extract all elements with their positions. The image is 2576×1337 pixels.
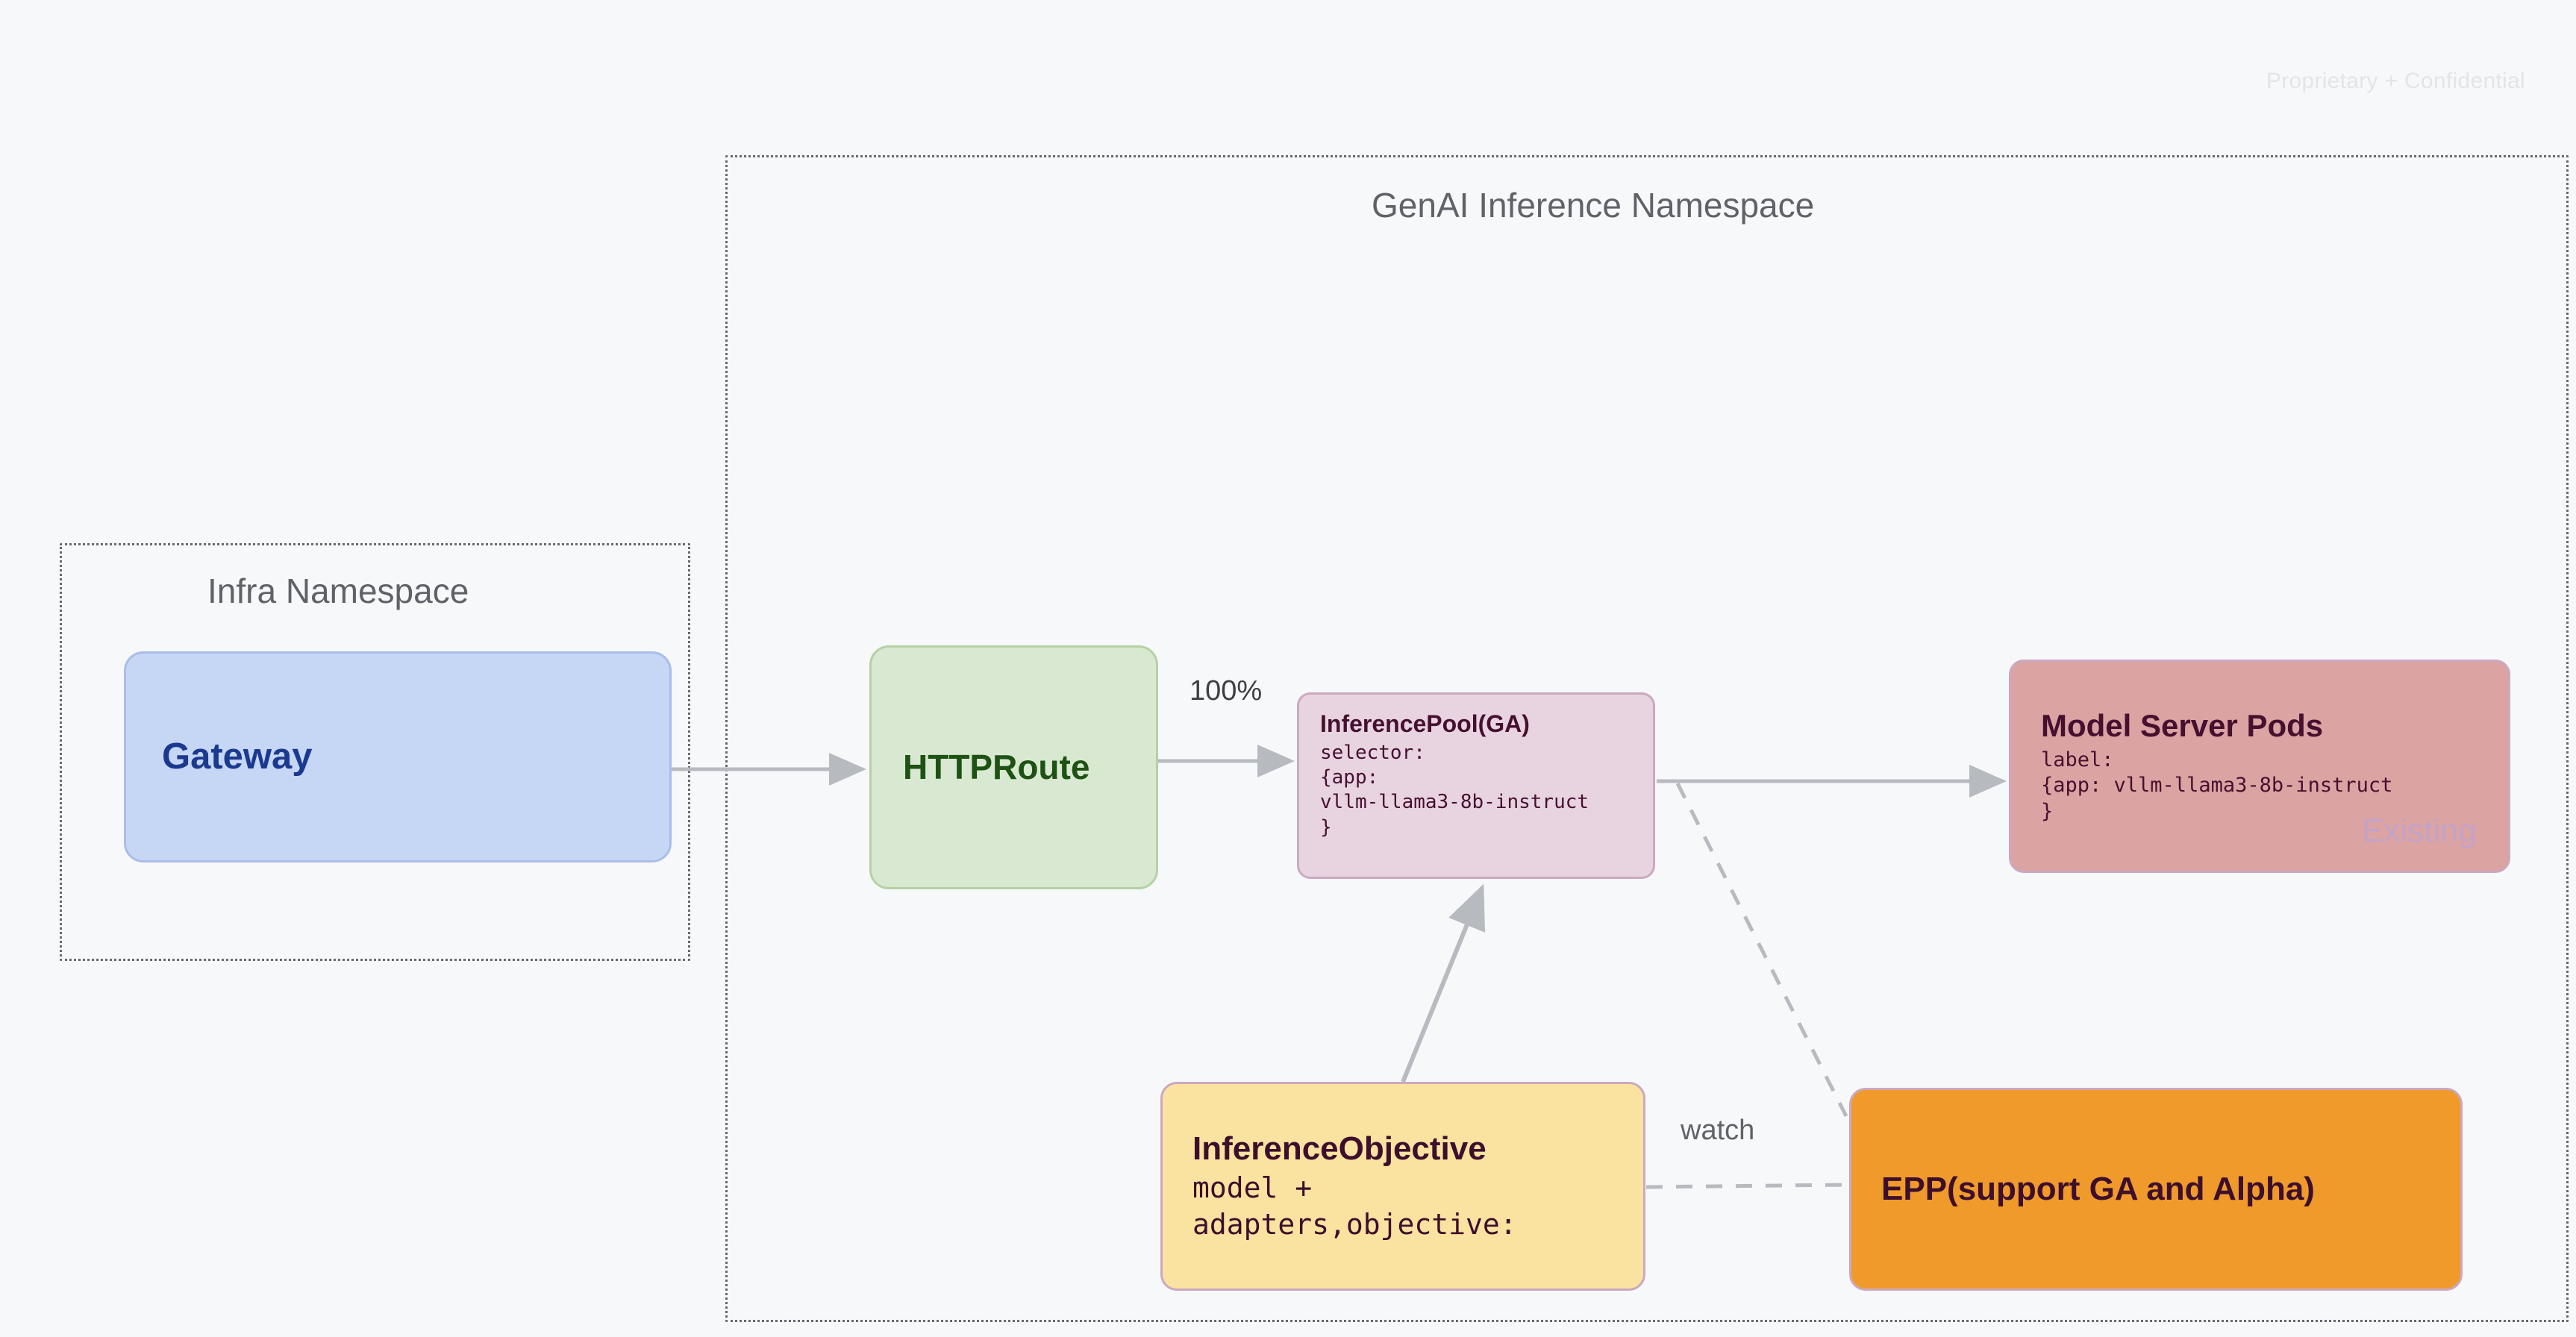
node-model-server-pods[interactable]: Model Server Pods label: {app: vllm-llam… <box>2009 660 2510 873</box>
node-httproute-title: HTTPRoute <box>903 747 1090 786</box>
namespace-infra-title: Infra Namespace <box>207 572 469 610</box>
edge-label-watch: watch <box>1681 1115 1755 1146</box>
node-inferenceobjective-content: InferenceObjective model + adapters,obje… <box>1163 1084 1643 1289</box>
edge-label-traffic-weight: 100% <box>1189 675 1263 707</box>
node-model-server-pods-content: Model Server Pods label: {app: vllm-llam… <box>2011 662 2508 871</box>
node-epp-title: EPP(support GA and Alpha) <box>1881 1171 2315 1208</box>
node-gateway[interactable]: Gateway <box>124 651 672 862</box>
node-model-server-pods-label: label: {app: vllm-llama3-8b-instruct } <box>2041 748 2393 823</box>
existing-badge: Existing <box>2361 812 2477 849</box>
node-inferencepool-title: InferencePool(GA) <box>1320 710 1530 737</box>
node-inferencepool[interactable]: InferencePool(GA) selector: {app: vllm-l… <box>1297 692 1655 879</box>
node-epp-content: EPP(support GA and Alpha) <box>1851 1090 2460 1289</box>
node-inferenceobjective[interactable]: InferenceObjective model + adapters,obje… <box>1160 1082 1645 1291</box>
namespace-genai-inference <box>725 155 2569 1322</box>
node-httproute[interactable]: HTTPRoute <box>869 645 1158 889</box>
node-epp[interactable]: EPP(support GA and Alpha) <box>1849 1088 2463 1291</box>
node-inferencepool-content: InferencePool(GA) selector: {app: vllm-l… <box>1299 695 1653 877</box>
namespace-genai-inference-title: GenAI Inference Namespace <box>1372 186 1815 225</box>
node-inferencepool-selector: selector: {app: vllm-llama3-8b-instruct … <box>1320 741 1589 839</box>
node-inferenceobjective-spec: model + adapters,objective: <box>1192 1171 1517 1241</box>
node-model-server-pods-title: Model Server Pods <box>2041 707 2324 743</box>
node-gateway-content: Gateway <box>126 654 669 860</box>
node-inferenceobjective-title: InferenceObjective <box>1192 1130 1486 1167</box>
node-gateway-title: Gateway <box>162 736 313 777</box>
node-httproute-content: HTTPRoute <box>872 648 1156 887</box>
confidential-watermark: Proprietary + Confidential <box>2266 69 2525 93</box>
namespace-infra <box>60 543 690 961</box>
